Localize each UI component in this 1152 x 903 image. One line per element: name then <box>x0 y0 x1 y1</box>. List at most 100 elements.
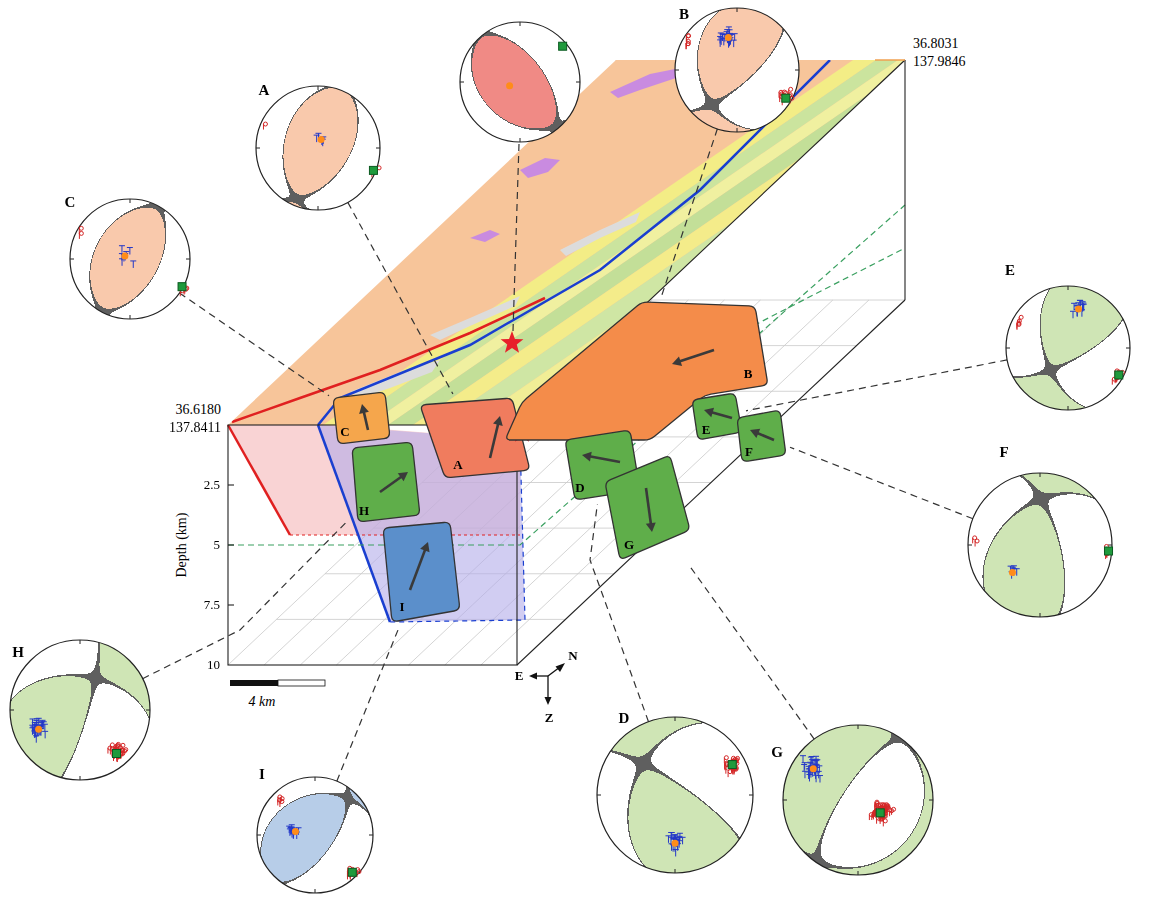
mechanism-letter: B <box>679 6 689 23</box>
axis-label: 7.5 <box>203 598 221 613</box>
mechanism-letter: G <box>771 744 783 761</box>
patch-shape <box>384 522 460 621</box>
slip-patch: H <box>348 438 424 526</box>
axis-label: 36.8031 <box>912 36 960 52</box>
mechanism-letter: D <box>619 710 630 727</box>
axis-label: 36.6180 <box>175 402 223 418</box>
map-corner-line <box>875 59 905 61</box>
patch-letter: H <box>359 504 369 518</box>
patch-letter: E <box>702 423 711 437</box>
patch-outline <box>601 451 694 564</box>
beachball: C <box>54 183 206 335</box>
focal-mechanism <box>581 701 769 889</box>
mechanism-letter: C <box>65 194 76 211</box>
leader-line <box>790 447 973 519</box>
leader-line <box>143 521 348 679</box>
beachball <box>444 6 596 158</box>
label-holder: 5 <box>213 538 222 553</box>
label-holder: 10 <box>206 658 221 673</box>
label-holder: 36.8031 <box>912 36 960 52</box>
slip-arrow <box>363 410 368 430</box>
patch-shape <box>334 393 390 444</box>
patch-shape <box>507 302 767 440</box>
axis-label: 4 km <box>248 694 277 710</box>
mechanism-letter: I <box>259 766 265 783</box>
leader-line <box>348 202 453 394</box>
label-holder: 2.5 <box>203 478 221 493</box>
patch-letter: G <box>624 538 634 552</box>
slip-patch: C <box>329 388 394 448</box>
axis-label: 137.8411 <box>168 420 222 436</box>
patch-letter: I <box>399 600 404 614</box>
beachball: D <box>581 701 769 889</box>
patch-outline <box>733 406 790 466</box>
slip-patch: I <box>379 518 464 626</box>
slip-arrow <box>678 350 714 362</box>
beachball: G <box>765 709 949 891</box>
label-holder: E <box>514 669 525 684</box>
patch-shape <box>606 457 689 559</box>
beachball: A <box>240 70 396 226</box>
patch-outline <box>688 389 746 444</box>
leader-line <box>513 144 519 331</box>
slip-arrowhead <box>646 522 656 532</box>
label-holder: 36.6180 <box>175 402 223 418</box>
label-holder: 7.5 <box>203 598 221 613</box>
label-holder: 137.9846 <box>912 54 967 70</box>
slip-arrowhead <box>582 452 592 462</box>
slip-patch: F <box>733 406 790 466</box>
label-holder: Z <box>544 711 555 726</box>
slip-arrowhead <box>420 542 429 552</box>
leader-line <box>661 129 718 298</box>
mechanism-letter: A <box>259 82 270 99</box>
slip-arrow <box>380 475 403 492</box>
patch-letter: A <box>453 458 462 472</box>
slip-arrowhead <box>398 472 408 481</box>
focal-mechanism <box>241 761 389 903</box>
axis-label: E <box>514 669 525 684</box>
mechanism-letter: H <box>12 644 24 661</box>
focal-mechanism <box>952 457 1128 633</box>
scale-bar <box>230 680 278 686</box>
patch-letter: C <box>340 425 349 439</box>
focal-mechanism <box>54 183 206 335</box>
slip-arrow <box>490 422 499 458</box>
axis-title: Depth (km) <box>174 512 190 579</box>
beachball: I <box>241 761 389 903</box>
patch-shape <box>352 443 419 522</box>
patch-letter: F <box>745 445 753 459</box>
beachball: H <box>0 624 166 796</box>
slip-arrow <box>646 488 651 526</box>
slip-arrowhead <box>493 416 503 426</box>
patch-outline <box>379 518 464 626</box>
leader-line <box>337 626 400 781</box>
patch-shape <box>693 394 741 439</box>
scale-bar <box>278 680 325 686</box>
slip-arrowhead <box>672 356 682 365</box>
axis-label: 5 <box>213 538 222 553</box>
slip-arrowhead <box>704 408 714 418</box>
slip-patch: G <box>601 451 694 564</box>
beachball: F <box>952 440 1128 633</box>
axis-label: 137.9846 <box>912 54 967 70</box>
focal-mechanism <box>990 270 1146 426</box>
label-holder: Depth (km) <box>174 512 190 579</box>
beachball: B <box>659 0 815 148</box>
slip-arrowhead <box>750 429 760 438</box>
slip-patch: E <box>688 389 746 444</box>
focal-mechanism <box>0 624 166 796</box>
focal-mechanism <box>767 709 949 891</box>
patch-shape <box>738 411 786 461</box>
focal-mechanism <box>659 0 815 148</box>
slip-arrow <box>410 548 426 590</box>
axis-label: N <box>567 649 578 664</box>
green-dashed-line <box>745 248 905 330</box>
label-holder: N <box>567 649 578 664</box>
label-holder: 4 km <box>248 694 277 710</box>
patch-outline <box>329 388 394 448</box>
hypocenter-star <box>501 331 524 353</box>
axis-label: 10 <box>206 658 221 673</box>
slip-arrow <box>710 412 732 418</box>
slip-arrowhead <box>359 404 369 414</box>
